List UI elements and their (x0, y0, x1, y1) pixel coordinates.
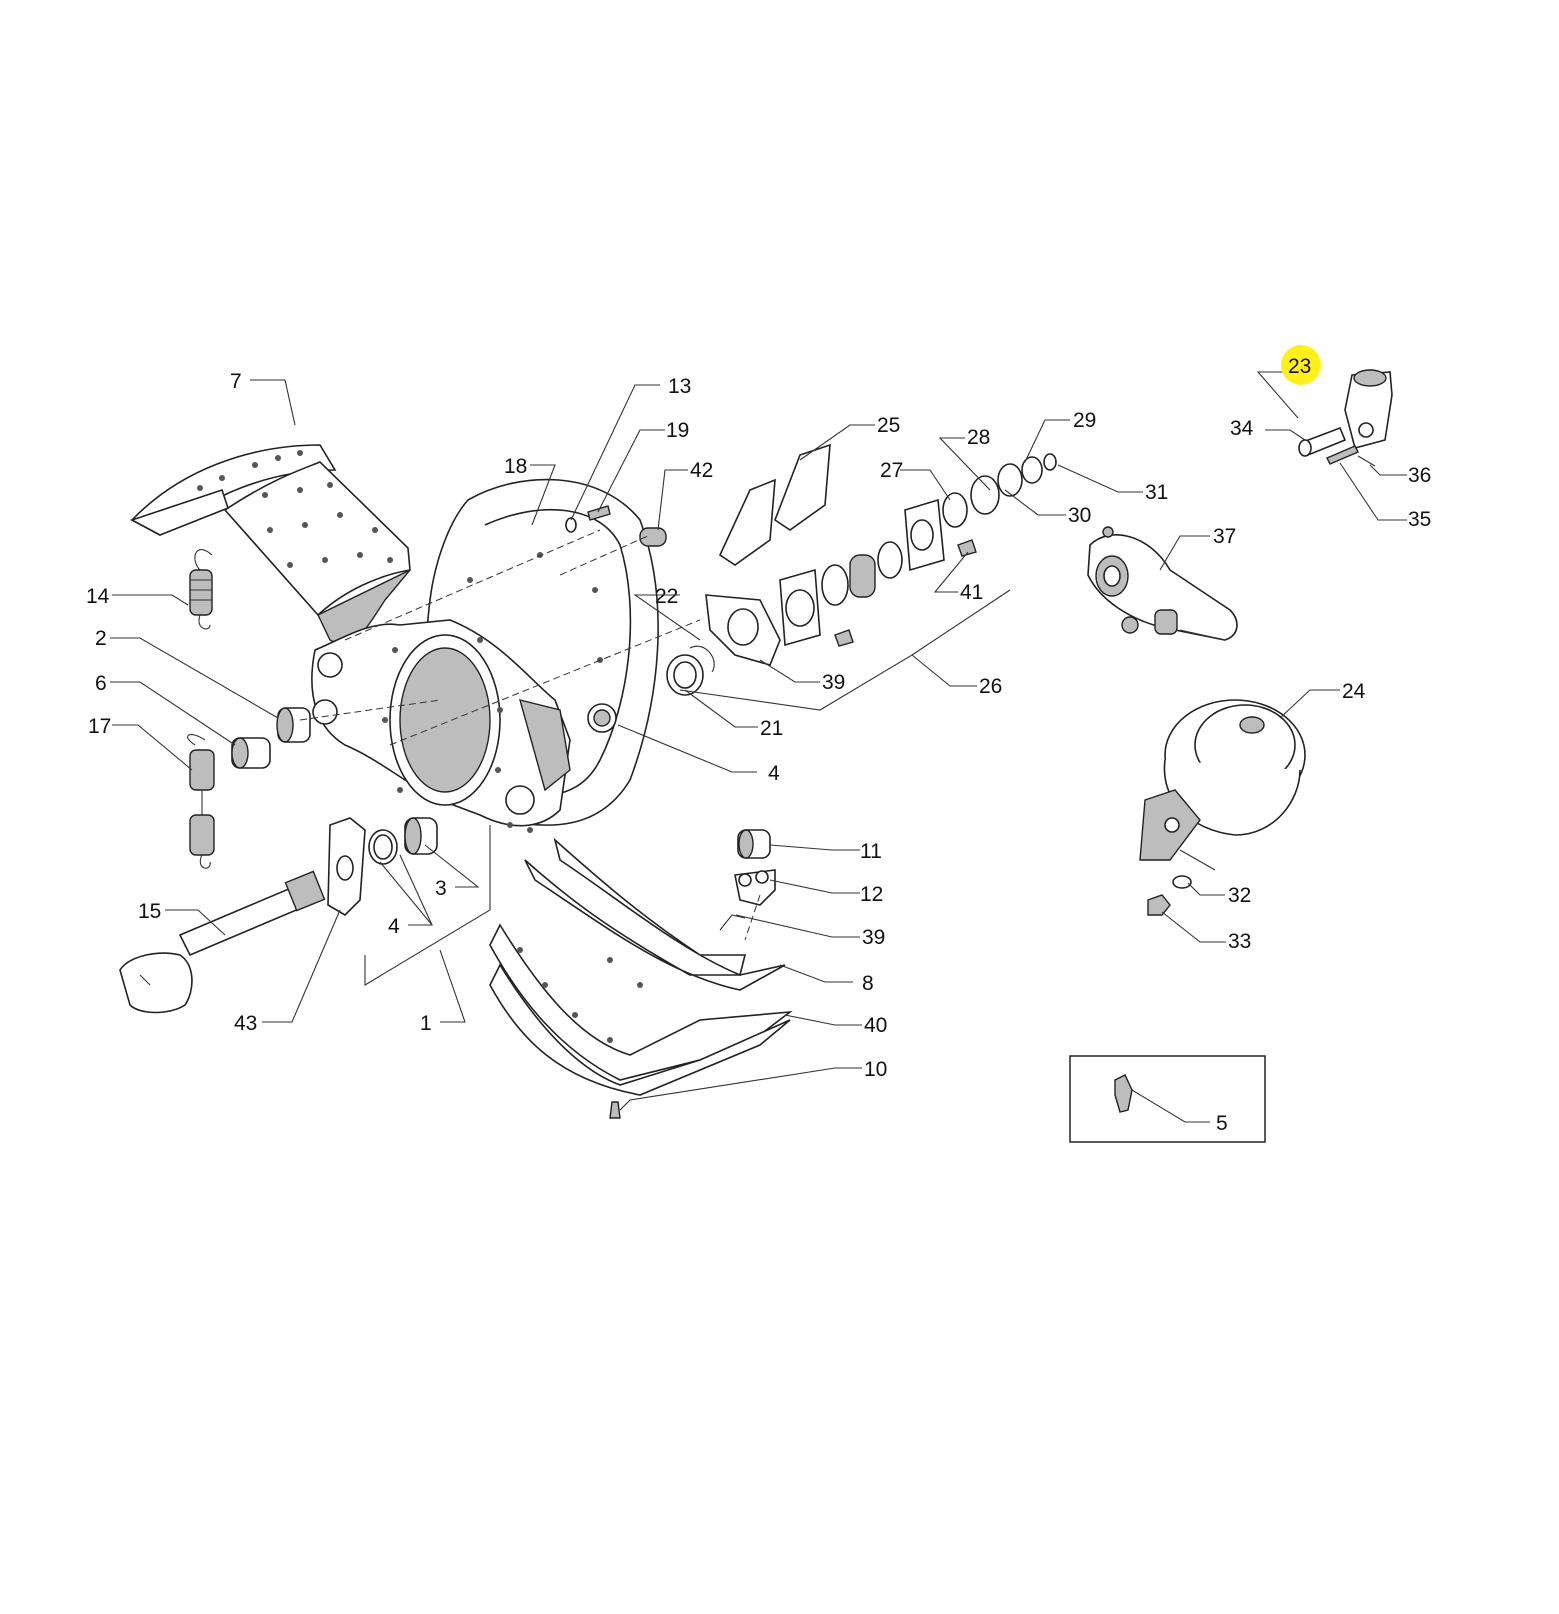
callout-23-highlight (1281, 345, 1321, 385)
callout-41[interactable]: 41 (960, 581, 983, 604)
callout-23[interactable]: 23 (1288, 355, 1311, 378)
callout-3[interactable]: 3 (435, 877, 447, 900)
callout-18[interactable]: 18 (504, 455, 527, 478)
callout-36[interactable]: 36 (1408, 464, 1431, 487)
callout-11[interactable]: 11 (860, 840, 882, 863)
callout-35[interactable]: 35 (1408, 508, 1431, 531)
callout-13[interactable]: 13 (668, 375, 691, 398)
callout-26[interactable]: 26 (979, 675, 1002, 698)
callout-2[interactable]: 2 (95, 627, 107, 650)
part-15-camshaft (119, 870, 326, 1014)
part-19-bolt (587, 505, 611, 521)
callout-42[interactable]: 42 (690, 459, 713, 482)
part-35-bolt (1326, 445, 1359, 465)
callout-4b[interactable]: 4 (768, 762, 780, 785)
part-34-clevis-pin (1298, 426, 1347, 457)
callout-6[interactable]: 6 (95, 672, 107, 695)
part-23-clevis-assembly (1344, 369, 1393, 449)
callout-5[interactable]: 5 (1216, 1112, 1228, 1135)
callout-43[interactable]: 43 (234, 1012, 257, 1035)
part-6-roller (231, 737, 271, 769)
callout-labels: 1 2 3 4 4 5 6 7 8 10 11 12 13 14 15 17 1… (86, 345, 1431, 1135)
callout-30[interactable]: 30 (1068, 504, 1091, 527)
callout-17[interactable]: 17 (88, 715, 111, 738)
part-39-bolt (834, 629, 854, 647)
callout-21[interactable]: 21 (760, 717, 783, 740)
callout-40[interactable]: 40 (864, 1014, 887, 1037)
part-41-bolt (957, 539, 977, 557)
callout-28[interactable]: 28 (967, 426, 990, 449)
part-10-rivet (609, 1101, 621, 1119)
callout-39a[interactable]: 39 (822, 671, 845, 694)
callout-1[interactable]: 1 (420, 1012, 432, 1035)
part-4-bushing-lower (368, 829, 398, 865)
callout-39b[interactable]: 39 (862, 926, 885, 949)
part-39-spring-clip (719, 914, 746, 931)
callout-29[interactable]: 29 (1073, 409, 1096, 432)
callout-25[interactable]: 25 (877, 414, 900, 437)
part-4-bushing (587, 703, 617, 733)
part-33-nut (1147, 894, 1171, 916)
callout-27[interactable]: 27 (880, 459, 903, 482)
part-17-return-spring (187, 734, 215, 869)
part-24-brake-chamber (1139, 699, 1306, 871)
part-13-washer (565, 517, 577, 533)
callout-33[interactable]: 33 (1228, 930, 1251, 953)
part-7-upper-brake-shoe (129, 444, 411, 651)
part-8-lower-brake-shoe (524, 837, 786, 991)
part-22-snap-ring (689, 645, 715, 673)
part-42-plug (639, 527, 667, 547)
part-26-camshaft-bracket-assembly (705, 453, 1057, 666)
part-36-cotter-pin (1357, 455, 1376, 467)
assembly-centerlines (299, 529, 761, 941)
callout-37[interactable]: 37 (1213, 525, 1236, 548)
part-40-brake-lining (489, 923, 793, 1096)
callout-10[interactable]: 10 (864, 1058, 887, 1081)
part-3-bushing (404, 817, 438, 855)
callout-12[interactable]: 12 (860, 883, 883, 906)
callout-34[interactable]: 34 (1230, 417, 1254, 440)
part-12-retainer (734, 869, 776, 906)
callout-19[interactable]: 19 (666, 419, 689, 442)
part-43-washer-plate (327, 817, 366, 917)
part-37-slack-adjuster (1087, 526, 1238, 641)
callout-22[interactable]: 22 (655, 585, 678, 608)
leader-lines (110, 371, 1407, 1123)
callout-4a[interactable]: 4 (388, 915, 400, 938)
part-11-roller (737, 829, 771, 859)
callout-8[interactable]: 8 (862, 972, 874, 995)
part-14-return-spring (189, 549, 213, 630)
part-1-brake-spider (311, 619, 571, 833)
callout-31[interactable]: 31 (1145, 481, 1168, 504)
part-32-washer (1172, 875, 1192, 889)
part-21-seal (666, 654, 704, 696)
part-25-gaskets (718, 443, 831, 566)
part-2-roller (276, 707, 311, 743)
callout-7[interactable]: 7 (230, 370, 242, 393)
callout-14[interactable]: 14 (86, 585, 110, 608)
callout-32[interactable]: 32 (1228, 884, 1251, 907)
inset-box-grease-fitting (1069, 1055, 1266, 1143)
callout-24[interactable]: 24 (1342, 680, 1366, 703)
callout-15[interactable]: 15 (138, 900, 161, 923)
